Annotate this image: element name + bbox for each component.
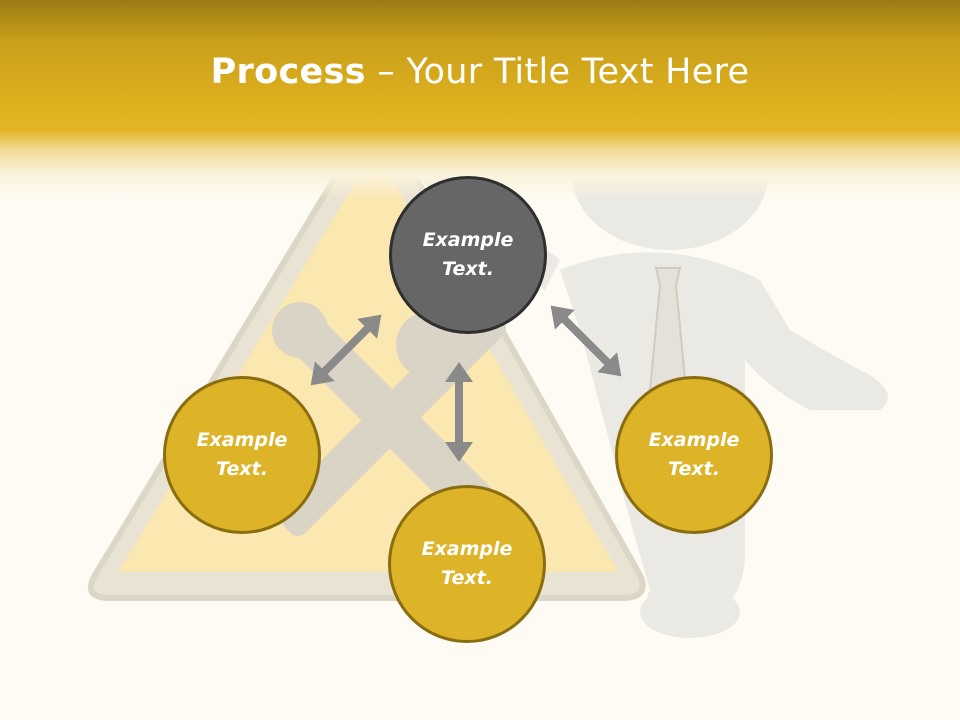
title-rest: – Your Title Text Here bbox=[365, 52, 750, 92]
slide-title: Process – Your Title Text Here bbox=[0, 52, 960, 92]
title-bar bbox=[0, 0, 960, 200]
arrow-top-left bbox=[310, 314, 382, 386]
title-bold: Process bbox=[210, 52, 366, 92]
arrow-top-bottom bbox=[445, 362, 473, 462]
tools-icon bbox=[272, 302, 507, 537]
arrow-top-right bbox=[550, 305, 622, 377]
